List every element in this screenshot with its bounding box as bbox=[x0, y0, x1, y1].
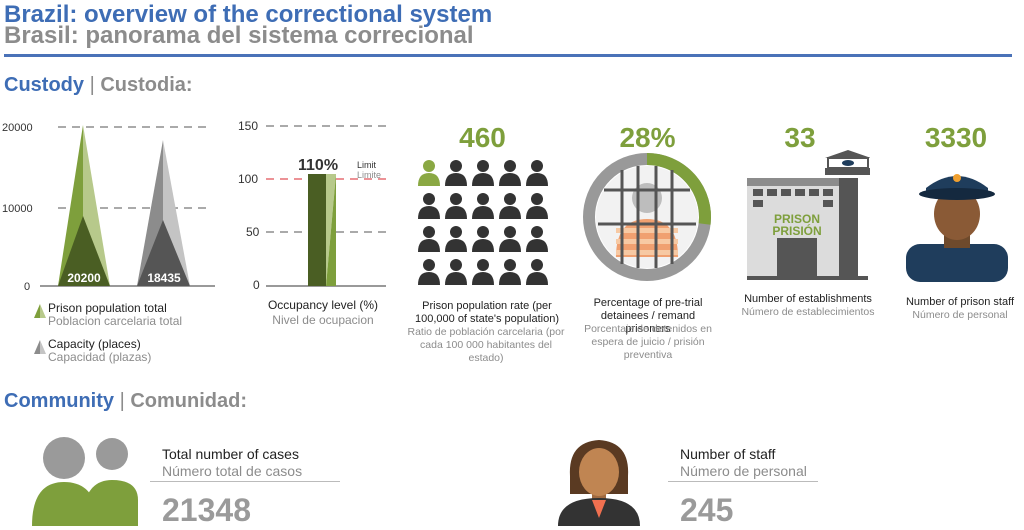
community-heading: Community | Comunidad: bbox=[4, 390, 247, 413]
population-triangle bbox=[58, 125, 110, 286]
establishments-label-es: Número de establecimientos bbox=[741, 306, 875, 318]
population-capacity-chart: 20000 10000 0 20200 18435 bbox=[2, 122, 215, 293]
population-legend-icon bbox=[34, 304, 46, 318]
custody-heading: Custody | Custodia: bbox=[4, 74, 193, 97]
occupancy-label-es: Nivel de ocupacion bbox=[272, 313, 374, 327]
prison-staff-value: 3330 bbox=[924, 122, 988, 153]
occupancy-chart: 150 100 50 0 110% Limit Limite bbox=[238, 119, 386, 292]
population-rate-label-en: Prison population rate (per 100,000 of s… bbox=[415, 300, 559, 325]
legend-capacity-es: Capacidad (plazas) bbox=[48, 350, 152, 364]
limit-label-en: Limit bbox=[357, 160, 377, 170]
prison-sign-es: PRISIÓN bbox=[772, 223, 821, 238]
tick-100: 100 bbox=[238, 172, 258, 186]
custody-heading-es: Custodia: bbox=[100, 74, 193, 96]
prison-officer-icon bbox=[906, 174, 1008, 282]
community-cases-divider bbox=[150, 481, 340, 482]
community-heading-es: Comunidad: bbox=[130, 390, 247, 412]
pretrial-value: 28% bbox=[619, 122, 676, 153]
page-title: Brazil: overview of the correctional sys… bbox=[4, 1, 493, 28]
capacity-value-label: 18435 bbox=[147, 271, 181, 285]
prison-staff-label-es: Número de personal bbox=[912, 309, 1008, 321]
capacity-triangle bbox=[137, 140, 190, 286]
pretrial-donut-icon bbox=[583, 153, 712, 281]
community-staff-value: 245 bbox=[680, 492, 734, 528]
occupancy-bar bbox=[308, 174, 336, 286]
tick-10000: 10000 bbox=[2, 203, 33, 215]
community-heading-separator: | bbox=[119, 390, 125, 412]
tick-0-occupancy: 0 bbox=[253, 278, 260, 292]
header-rule bbox=[4, 54, 1012, 57]
population-rate-label-es: Ratio de población carcelaria (por cada … bbox=[407, 326, 565, 364]
tick-150: 150 bbox=[238, 119, 258, 133]
legend-population-en: Prison population total bbox=[48, 301, 167, 315]
prison-building-icon: PRISON PRISIÓN bbox=[747, 150, 870, 280]
population-rate-value: 460 bbox=[459, 122, 506, 153]
limit-label-es: Limite bbox=[357, 170, 381, 180]
prison-staff-label-en: Number of prison staff bbox=[905, 296, 1014, 308]
tick-0: 0 bbox=[24, 281, 30, 293]
tick-50: 50 bbox=[246, 225, 260, 239]
tick-20000: 20000 bbox=[2, 122, 33, 134]
capacity-legend-icon bbox=[34, 340, 46, 354]
occupancy-label-en: Occupancy level (%) bbox=[267, 298, 379, 312]
prison-sign-en: PRISON bbox=[774, 212, 820, 226]
pretrial-label-es: Porcentaje de detenidos en espera de jui… bbox=[584, 323, 712, 361]
population-value-label: 20200 bbox=[67, 271, 101, 285]
occupancy-value-label: 110% bbox=[298, 157, 338, 174]
community-staff-icon bbox=[558, 440, 640, 526]
community-cases-label-en: Total number of cases bbox=[162, 446, 299, 462]
establishments-value: 33 bbox=[784, 122, 816, 153]
community-people-icon bbox=[32, 437, 138, 526]
community-cases-value: 21348 bbox=[162, 492, 251, 528]
legend-population-es: Poblacion carcelaria total bbox=[48, 314, 183, 328]
legend-capacity-en: Capacity (places) bbox=[48, 337, 141, 351]
page-subtitle: Brasil: panorama del sistema correcional bbox=[4, 22, 474, 49]
community-staff-label-en: Number of staff bbox=[680, 446, 776, 462]
custody-heading-en: Custody bbox=[4, 74, 84, 96]
community-cases-label-es: Número total de casos bbox=[162, 463, 303, 479]
establishments-label-en: Number of establishments bbox=[744, 293, 872, 305]
custody-heading-separator: | bbox=[89, 74, 95, 96]
community-heading-en: Community bbox=[4, 390, 114, 412]
community-staff-divider bbox=[668, 481, 818, 482]
pretrial-label-en: Percentage of pre-trial detainees / rema… bbox=[593, 297, 703, 335]
people-grid-icon bbox=[418, 160, 548, 285]
community-staff-label-es: Número de personal bbox=[680, 463, 807, 479]
